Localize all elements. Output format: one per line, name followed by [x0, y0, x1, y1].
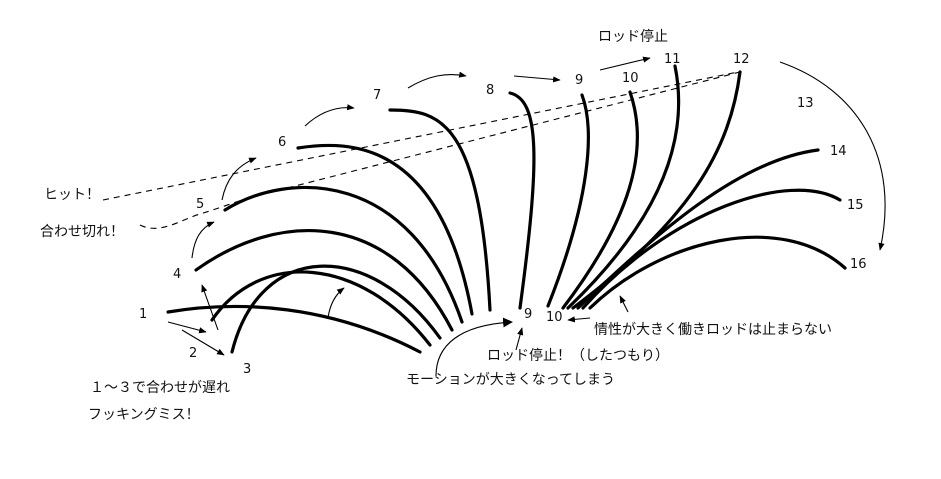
- rod-curve-1: [166, 304, 422, 354]
- arrow-small-curve: [327, 287, 345, 319]
- arrow-inertia-up: [619, 295, 629, 313]
- position-label-8: 8: [486, 83, 494, 98]
- position-label-4: 4: [173, 267, 181, 282]
- position-label-6: 6: [278, 135, 286, 150]
- arrow-7-to-8: [407, 71, 467, 89]
- position-label-3: 3: [243, 362, 251, 377]
- position-label-1: 1: [139, 307, 147, 322]
- position-label-7: 7: [373, 88, 381, 103]
- rod-curve-10: [561, 90, 639, 310]
- arrow-1-to-2: [167, 321, 207, 334]
- rod-curve-11: [566, 64, 681, 310]
- position-label-9: 9: [575, 73, 583, 88]
- note-late-hook-2: フッキングミス！: [88, 407, 200, 423]
- note-inertia: 情性が大きく働きロッドは止まらない: [594, 322, 832, 338]
- note-motion-big: モーションが大きくなってしまう: [406, 372, 615, 388]
- position-label-10-bottom: 10: [546, 310, 563, 325]
- rod-curve-4: [194, 229, 454, 332]
- rod-curve-8: [508, 91, 536, 310]
- rod-curve-14: [576, 148, 820, 310]
- position-label-9-bottom: 9: [524, 307, 532, 322]
- arrow-6-to-7: [304, 104, 355, 127]
- position-label-14: 14: [830, 144, 847, 159]
- note-hit: ヒット！: [44, 187, 100, 203]
- arrow-inertia-10: [567, 316, 591, 323]
- rod-curve-15: [581, 188, 842, 310]
- position-label-10: 10: [622, 71, 639, 86]
- line-tension-lines: [102, 71, 741, 229]
- arrow-8-to-9: [513, 75, 561, 83]
- arrow-5-to-6: [221, 157, 257, 201]
- note-hook-break: 合わせ切れ！: [40, 224, 124, 240]
- note-late-hook-1: １～３で合わせが遅れ: [90, 380, 230, 396]
- position-label-5: 5: [196, 197, 204, 212]
- rod-curves: [166, 64, 847, 354]
- arrow-4-to-5: [191, 221, 215, 259]
- rod-curve-7: [388, 108, 492, 312]
- arrow-9-to-11: [599, 56, 651, 71]
- dashed-line-break: [139, 71, 741, 229]
- rod-curve-9: [546, 93, 590, 308]
- rod-curve-2: [210, 270, 432, 347]
- rod-curve-16: [588, 235, 847, 310]
- position-label-2: 2: [189, 346, 197, 361]
- arrow-2-to-3: [181, 329, 225, 356]
- position-label-12: 12: [733, 52, 750, 67]
- position-label-16: 16: [850, 257, 867, 272]
- rod-curve-6: [296, 143, 474, 316]
- arrow-12-to-16: [779, 61, 886, 251]
- note-rod-stop-bottom: ロッド停止！（したつもり）: [487, 347, 669, 364]
- rod-curve-5: [223, 185, 464, 324]
- position-label-15: 15: [847, 198, 864, 213]
- note-rod-stop-top: ロッド停止: [598, 28, 668, 45]
- arrow-motion-big: [435, 317, 513, 377]
- arrow-rod-stop: [515, 327, 524, 351]
- dashed-line-hit: [102, 71, 739, 201]
- rod-curve-3: [230, 264, 442, 354]
- annotations: ヒット！ 合わせ切れ！ ロッド停止 １～３で合わせが遅れ フッキングミス！ ロッ…: [40, 28, 832, 423]
- position-label-11: 11: [664, 52, 681, 67]
- position-label-13: 13: [797, 96, 814, 111]
- motion-arrows: [167, 56, 886, 377]
- position-labels: 1 2 3 4 5 6 7 8 9 10 11 12 13 14 15 16 9…: [139, 52, 867, 377]
- arrow-3-to-4: [201, 284, 219, 331]
